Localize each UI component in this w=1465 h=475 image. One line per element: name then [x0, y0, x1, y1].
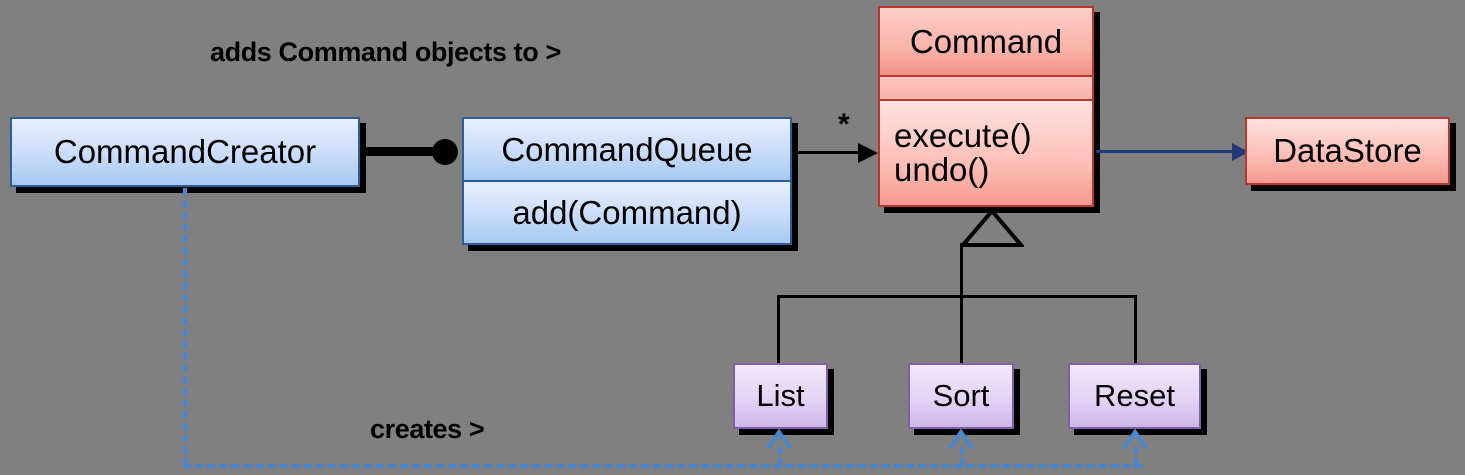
class-list[interactable]: List: [733, 363, 828, 429]
class-reset-title: Reset: [1070, 365, 1199, 427]
generalization-bus: [777, 295, 1137, 298]
class-command-operations: execute() undo(): [880, 99, 1092, 205]
class-reset[interactable]: Reset: [1068, 363, 1201, 429]
composition-line-creator-queue: [362, 147, 457, 156]
association-line-queue-command: [792, 151, 860, 154]
class-command-creator[interactable]: CommandCreator: [10, 117, 360, 187]
datastore-arrowhead-icon: [1232, 143, 1249, 161]
generalization-drop-reset: [1134, 295, 1137, 365]
dependency-arrowhead-sort-icon: [947, 428, 975, 450]
generalization-drop-sort: [960, 295, 963, 365]
association-line-command-datastore: [1096, 150, 1236, 153]
dependency-arrowhead-reset-icon: [1121, 428, 1149, 450]
class-data-store[interactable]: DataStore: [1245, 117, 1450, 185]
multiplicity-many: *: [838, 108, 850, 141]
class-command-operation-undo: undo(): [894, 151, 990, 188]
class-command-creator-title: CommandCreator: [12, 119, 358, 185]
generalization-triangle-icon: [960, 209, 1024, 247]
class-command[interactable]: Command execute() undo(): [878, 6, 1094, 207]
class-list-title: List: [735, 365, 826, 427]
class-sort[interactable]: Sort: [908, 363, 1014, 429]
class-data-store-title: DataStore: [1247, 119, 1448, 183]
dependency-riser-reset: [1134, 447, 1138, 466]
class-command-attributes: [880, 75, 1092, 99]
label-creates: creates >: [370, 414, 485, 444]
class-command-title: Command: [880, 8, 1092, 75]
generalization-drop-list: [777, 295, 780, 365]
association-arrowhead-icon: [858, 143, 878, 163]
dependency-arrowhead-list-icon: [765, 428, 793, 450]
dependency-line-vertical: [183, 188, 187, 466]
dependency-riser-list: [778, 447, 782, 466]
class-sort-title: Sort: [910, 365, 1012, 427]
generalization-stem: [960, 243, 963, 298]
class-command-queue[interactable]: CommandQueue add(Command): [462, 117, 792, 245]
label-adds-command-objects-to: adds Command objects to >: [210, 37, 561, 67]
class-command-operation-execute: execute(): [894, 116, 1032, 154]
dependency-line-horizontal: [183, 464, 1143, 468]
composition-diamond-icon: [432, 139, 458, 165]
class-command-queue-title: CommandQueue: [464, 119, 790, 180]
dependency-riser-sort: [960, 447, 964, 466]
class-command-queue-operation: add(Command): [464, 180, 790, 243]
